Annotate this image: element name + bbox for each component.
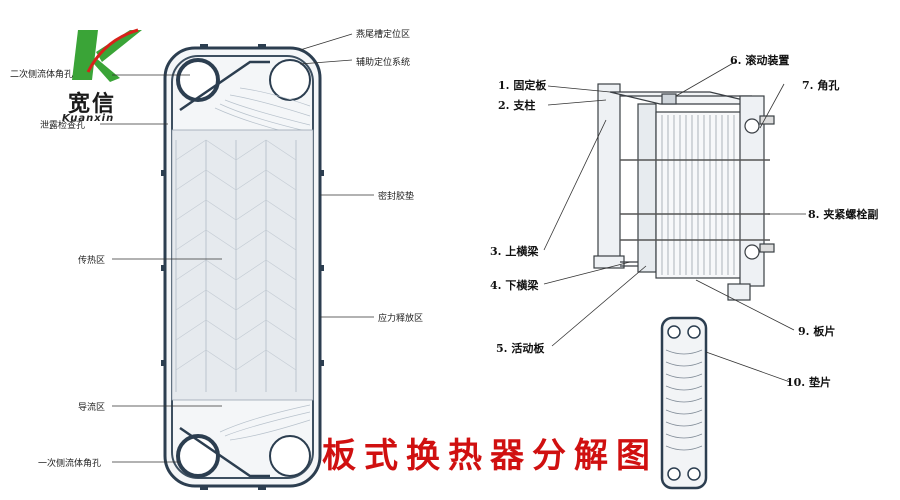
diagram-title: 板式换热器分解图	[322, 436, 658, 476]
gasket-plate	[161, 44, 324, 490]
label-dovetail-positioning: 燕尾槽定位区	[356, 30, 411, 40]
part-label-6: 6. 滚动装置	[730, 54, 790, 67]
label-heat-transfer-zone: 传热区	[78, 256, 106, 266]
part-label-5: 5. 活动板	[496, 342, 545, 355]
label-aux-positioning: 辅助定位系统	[356, 58, 411, 68]
logo-mark	[72, 28, 142, 82]
part-label-1: 1. 固定板	[498, 79, 547, 92]
assembly-frame	[593, 83, 775, 301]
label-guide-zone: 导流区	[78, 403, 106, 413]
single-plate	[660, 316, 708, 490]
left-leaders	[100, 33, 374, 463]
logo-subtitle: Kuanxin	[62, 113, 115, 124]
logo-name: 宽信	[68, 92, 117, 117]
label-secondary-corner-hole: 二次侧流体角孔	[10, 70, 74, 80]
part-label-4: 4. 下横梁	[490, 279, 539, 292]
label-gasket: 密封胶垫	[378, 192, 415, 202]
part-label-3: 3. 上横梁	[490, 245, 539, 258]
part-label-8: 8. 夹紧螺栓副	[808, 208, 879, 221]
part-label-9: 9. 板片	[798, 325, 836, 338]
label-leak-check-hole: 泄露检查孔	[40, 121, 86, 131]
label-stress-release: 应力释放区	[378, 314, 424, 324]
right-leaders	[543, 61, 806, 383]
label-primary-corner-hole: 一次侧流体角孔	[38, 459, 102, 469]
part-label-10: 10. 垫片	[786, 376, 831, 389]
part-label-2: 2. 支柱	[498, 99, 536, 112]
part-label-7: 7. 角孔	[802, 79, 840, 92]
